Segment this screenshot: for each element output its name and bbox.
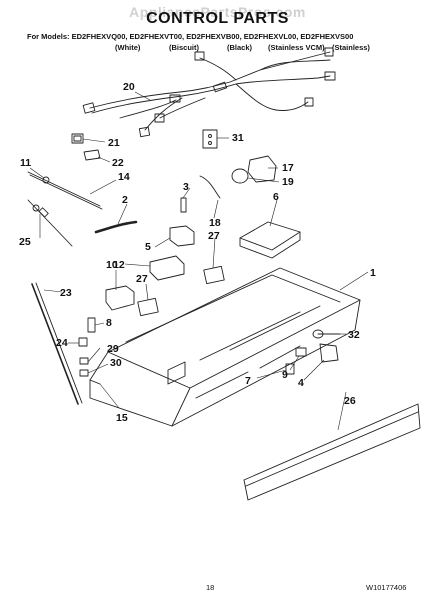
pad-part-2 [137, 297, 159, 317]
sensor-part [27, 199, 73, 247]
callout-27-lower: 27 [136, 273, 148, 285]
color-stainless: (Stainless) [332, 43, 370, 52]
callout-24: 24 [56, 337, 68, 349]
bracket-part-3 [319, 343, 339, 363]
callout-21: 21 [108, 137, 120, 149]
callout-11: 11 [20, 157, 31, 169]
label-plate-part [202, 129, 218, 149]
page-title: CONTROL PARTS [146, 10, 289, 27]
callout-25: 26 [344, 395, 356, 407]
color-black: (Black) [227, 43, 253, 52]
color-white: (White) [115, 43, 141, 52]
connector-part [71, 133, 84, 144]
callout-8: 9 [282, 369, 288, 381]
callout-18: 18 [209, 217, 221, 229]
document-number: W10177406 [366, 583, 407, 592]
callout-10: 10 [106, 259, 118, 271]
models-line: For Models: ED2FHEXVQ00, ED2FHEXVT00, ED… [27, 32, 353, 41]
callout-15: 15 [116, 412, 128, 424]
tube-part [94, 220, 138, 234]
callout-6: 6 [273, 191, 279, 203]
callout-30: 30 [110, 357, 122, 369]
trim-panel-part [243, 403, 421, 501]
lamp-wire-part [199, 175, 221, 199]
page-number: 18 [206, 583, 215, 592]
callout-19: 19 [282, 176, 294, 188]
rod-part [31, 283, 79, 405]
color-biscuit: (Biscuit) [169, 43, 199, 52]
clip-part [83, 149, 101, 161]
switch-part [169, 225, 195, 247]
callout-22: 22 [112, 157, 124, 169]
callout-12: 12 [113, 259, 125, 271]
switch-part-2 [285, 363, 295, 375]
models-label: For Models: [27, 32, 70, 41]
callout-23: 23 [60, 287, 72, 299]
callout-1: 1 [370, 267, 376, 279]
callout-29: 29 [107, 343, 119, 355]
callout-17: 17 [282, 162, 294, 174]
callout-7: 7 [245, 375, 251, 387]
callout-26: 25 [19, 236, 31, 248]
callout-5: 5 [145, 241, 151, 253]
pad-part [203, 265, 225, 285]
sensor-wire-part [27, 171, 101, 207]
callout-3: 3 [183, 181, 189, 193]
bracket-part [149, 255, 185, 281]
callout-14: 14 [118, 171, 130, 183]
callout-27-upper: 27 [208, 230, 220, 242]
models-list: ED2FHEXVQ00, ED2FHEXVT00, ED2FHEXVB00, E… [71, 32, 354, 41]
callout-31: 31 [232, 132, 244, 144]
control-housing-part [89, 267, 361, 427]
callout-2: 2 [122, 194, 128, 206]
screw-part [180, 197, 187, 213]
callout-32: 32 [348, 329, 360, 341]
callout-20: 20 [123, 81, 135, 93]
lamp-bulb-part [231, 168, 249, 184]
screw-part-2 [87, 317, 96, 333]
callout-9: 8 [106, 317, 112, 329]
wiring-harness-part [82, 47, 336, 138]
nut-part [78, 337, 88, 347]
bracket-part-2 [105, 285, 135, 311]
color-stainless-vcm: (Stainless VCM) [268, 43, 325, 52]
callout-4: 4 [298, 377, 304, 389]
lamp-socket-part [247, 155, 277, 183]
